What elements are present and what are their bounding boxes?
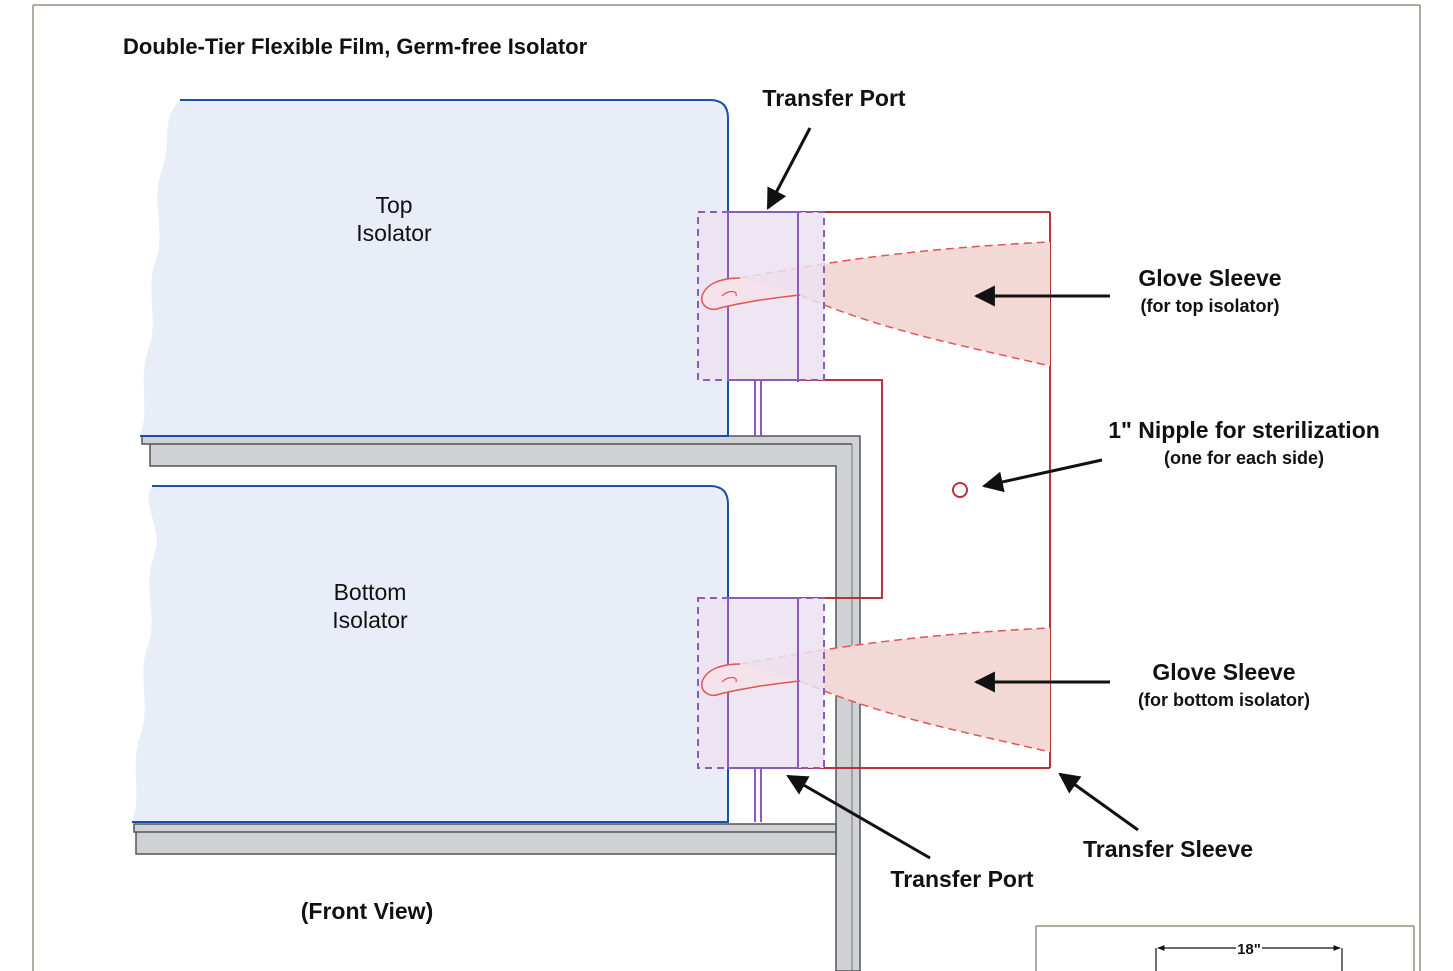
sterilization-nipple-icon (952, 482, 968, 498)
transfer-port-top-label: Transfer Port (762, 85, 905, 111)
page-frame (32, 4, 1421, 971)
arrow-nipple (981, 458, 1103, 493)
glove-sleeve-bottom-note: (for bottom isolator) (1138, 690, 1310, 710)
top-isolator (140, 99, 729, 437)
diagram-title: Double-Tier Flexible Film, Germ-free Iso… (123, 34, 588, 59)
arrow-transfer-port-top (766, 127, 812, 210)
bottom-isolator (132, 485, 729, 823)
transfer-sleeve-label: Transfer Sleeve (1083, 836, 1253, 862)
side-view-inset (1035, 925, 1415, 971)
glove-hand-top-icon (701, 277, 801, 310)
bottom-isolator-label-line2: Isolator (332, 607, 408, 633)
glove-sleeve-top-label: Glove Sleeve (1138, 265, 1281, 291)
glove-sleeve-top-note: (for top isolator) (1141, 296, 1280, 316)
top-isolator-label-line2: Isolator (356, 220, 432, 246)
front-view-label: (Front View) (301, 898, 433, 924)
arrow-transfer-sleeve (1058, 772, 1139, 832)
transfer-port-bottom-label: Transfer Port (890, 866, 1033, 892)
bottom-isolator-label-line1: Bottom (334, 579, 407, 605)
rack-frame (133, 435, 861, 971)
nipple-note: (one for each side) (1164, 448, 1324, 468)
dimension-label: 18" (1237, 941, 1261, 958)
arrow-transfer-port-bottom (786, 774, 931, 860)
glove-hand-bottom-icon (701, 663, 801, 696)
top-isolator-label-line1: Top (375, 192, 412, 218)
nipple-label: 1" Nipple for sterilization (1108, 417, 1380, 443)
glove-sleeve-bottom-label: Glove Sleeve (1152, 659, 1295, 685)
